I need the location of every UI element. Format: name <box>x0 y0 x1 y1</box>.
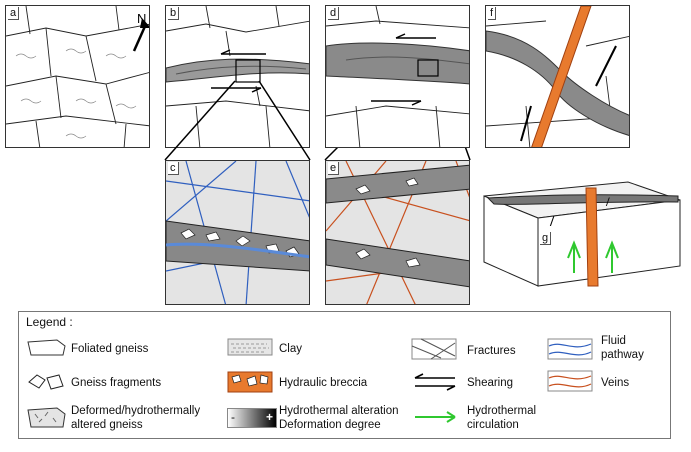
legend-alteration: Hydrothermal alteration Deformation degr… <box>279 405 399 431</box>
panel-g-label: g <box>540 232 552 245</box>
panel-b: b <box>165 5 310 148</box>
panel-c: c <box>165 160 310 305</box>
panel-d-drawing <box>326 6 469 147</box>
legend-hydraulic-breccia: Hydraulic breccia <box>279 377 368 389</box>
fault-symbol-left: / <box>549 213 555 230</box>
legend-circulation: Hydrothermal circulation <box>467 405 537 431</box>
clay-swatch <box>227 338 273 356</box>
panel-g: / / g <box>478 178 685 288</box>
panel-d: d <box>325 5 470 148</box>
panel-e: e <box>325 160 470 305</box>
gneiss-fragments-swatch <box>28 374 64 390</box>
panel-a-drawing: N <box>6 6 149 147</box>
legend-clay: Clay <box>279 343 303 355</box>
panel-f-drawing <box>486 6 629 147</box>
gradient-minus: - <box>231 410 235 424</box>
panel-f: f <box>485 5 630 148</box>
panel-g-drawing: / / <box>483 181 681 287</box>
legend-gneiss-fragments: Gneiss fragments <box>71 377 162 389</box>
panel-c-drawing <box>166 161 309 304</box>
legend-foliated-gneiss: Foliated gneiss <box>71 343 149 355</box>
north-label: N <box>137 11 146 26</box>
hydraulic-breccia-swatch <box>227 371 273 393</box>
panel-c-label: c <box>168 162 179 175</box>
panel-f-label: f <box>488 7 497 20</box>
legend-fractures: Fractures <box>467 345 516 357</box>
shearing-icon <box>414 373 456 391</box>
panel-a: N a <box>5 5 150 148</box>
veins-swatch <box>547 370 593 392</box>
legend-shearing: Shearing <box>467 377 514 389</box>
foliated-gneiss-swatch <box>27 339 66 356</box>
panel-b-label: b <box>168 7 180 20</box>
panel-e-label: e <box>328 162 340 175</box>
legend: Legend : Foliated gneiss Clay Fractures … <box>18 311 671 439</box>
fractures-swatch <box>411 338 457 360</box>
fluid-pathway-swatch <box>547 338 593 360</box>
legend-veins: Veins <box>601 377 630 389</box>
panel-e-drawing <box>326 161 469 304</box>
legend-title: Legend : <box>26 315 73 329</box>
fault-symbol-right: / <box>605 194 610 209</box>
circulation-arrow-icon <box>415 411 456 423</box>
deformed-gneiss-swatch <box>27 407 66 428</box>
legend-fluid-pathway: Fluid pathway <box>601 335 644 361</box>
alteration-gradient-swatch: - + <box>227 408 277 428</box>
north-arrow-icon <box>140 18 149 28</box>
panel-a-label: a <box>8 7 20 20</box>
panel-b-drawing <box>166 6 309 147</box>
gradient-plus: + <box>265 410 273 424</box>
legend-deformed-gneiss: Deformed/hydrothermally altered gneiss <box>71 405 201 431</box>
panel-d-label: d <box>328 7 340 20</box>
